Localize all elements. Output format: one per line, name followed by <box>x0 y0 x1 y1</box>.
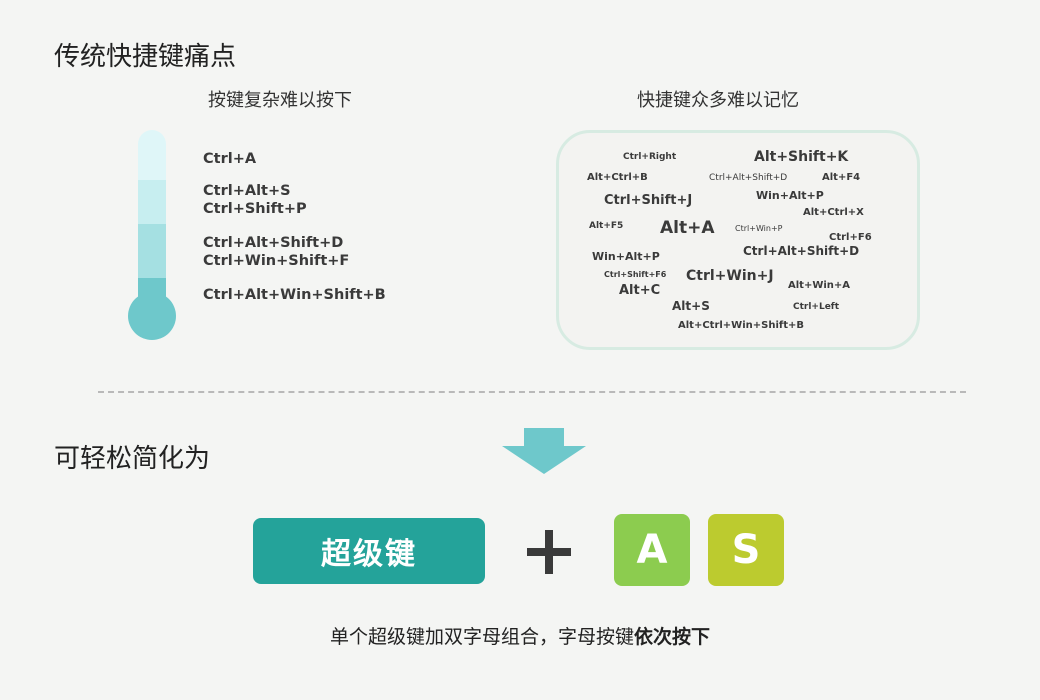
cloud-keyword: Alt+F4 <box>822 172 861 183</box>
cloud-keyword: Ctrl+Left <box>793 302 840 312</box>
combo-ctrl-alt-s: Ctrl+Alt+S <box>203 183 291 199</box>
cloud-keyword: Win+Alt+P <box>592 250 660 263</box>
cloud-keyword: Alt+F5 <box>589 221 624 231</box>
cloud-keyword: Ctrl+Shift+J <box>604 193 693 208</box>
caption: 单个超级键加双字母组合，字母按键依次按下 <box>0 622 1040 649</box>
thermometer-icon <box>128 130 176 342</box>
section-title-simplified: 可轻松简化为 <box>54 444 211 474</box>
down-arrow-icon <box>502 428 586 474</box>
section-title-pain-points: 传统快捷键痛点 <box>54 42 237 72</box>
key-s: S <box>708 514 784 586</box>
super-key-button: 超级键 <box>253 518 485 584</box>
cloud-keyword: Alt+Ctrl+Win+Shift+B <box>678 320 805 331</box>
combo-ctrl-alt-win-shift-b: Ctrl+Alt+Win+Shift+B <box>203 287 386 303</box>
cloud-keyword: Ctrl+Win+J <box>686 268 774 284</box>
cloud-keyword: Alt+A <box>660 218 715 238</box>
combo-ctrl-a: Ctrl+A <box>203 151 257 167</box>
subtitle-hard-to-remember: 快捷键众多难以记忆 <box>637 90 799 111</box>
combo-ctrl-win-shift-f: Ctrl+Win+Shift+F <box>203 253 350 269</box>
cloud-keyword: Ctrl+F6 <box>829 232 872 243</box>
dashed-divider <box>98 391 966 393</box>
caption-text: 单个超级键加双字母组合，字母按键 <box>329 626 634 648</box>
subtitle-hard-to-press: 按键复杂难以按下 <box>208 90 352 111</box>
cloud-keyword: Ctrl+Right <box>623 152 677 162</box>
cloud-keyword: Ctrl+Alt+Shift+D <box>743 244 860 258</box>
plus-icon <box>527 530 571 574</box>
shortcut-cloud <box>556 130 920 350</box>
cloud-keyword: Win+Alt+P <box>756 189 824 202</box>
cloud-keyword: Alt+Ctrl+B <box>587 172 648 183</box>
cloud-keyword: Ctrl+Alt+Shift+D <box>709 173 788 183</box>
key-a: A <box>614 514 690 586</box>
cloud-keyword: Ctrl+Win+P <box>735 224 783 233</box>
cloud-keyword: Ctrl+Shift+F6 <box>604 270 667 279</box>
caption-emphasis: 依次按下 <box>634 626 711 648</box>
combo-ctrl-alt-shift-d: Ctrl+Alt+Shift+D <box>203 235 344 251</box>
cloud-keyword: Alt+Ctrl+X <box>803 207 864 218</box>
cloud-keyword: Alt+C <box>619 283 661 298</box>
cloud-keyword: Alt+Shift+K <box>754 149 849 165</box>
combo-ctrl-shift-p: Ctrl+Shift+P <box>203 201 307 217</box>
cloud-keyword: Alt+Win+A <box>788 280 851 291</box>
cloud-keyword: Alt+S <box>672 299 710 313</box>
